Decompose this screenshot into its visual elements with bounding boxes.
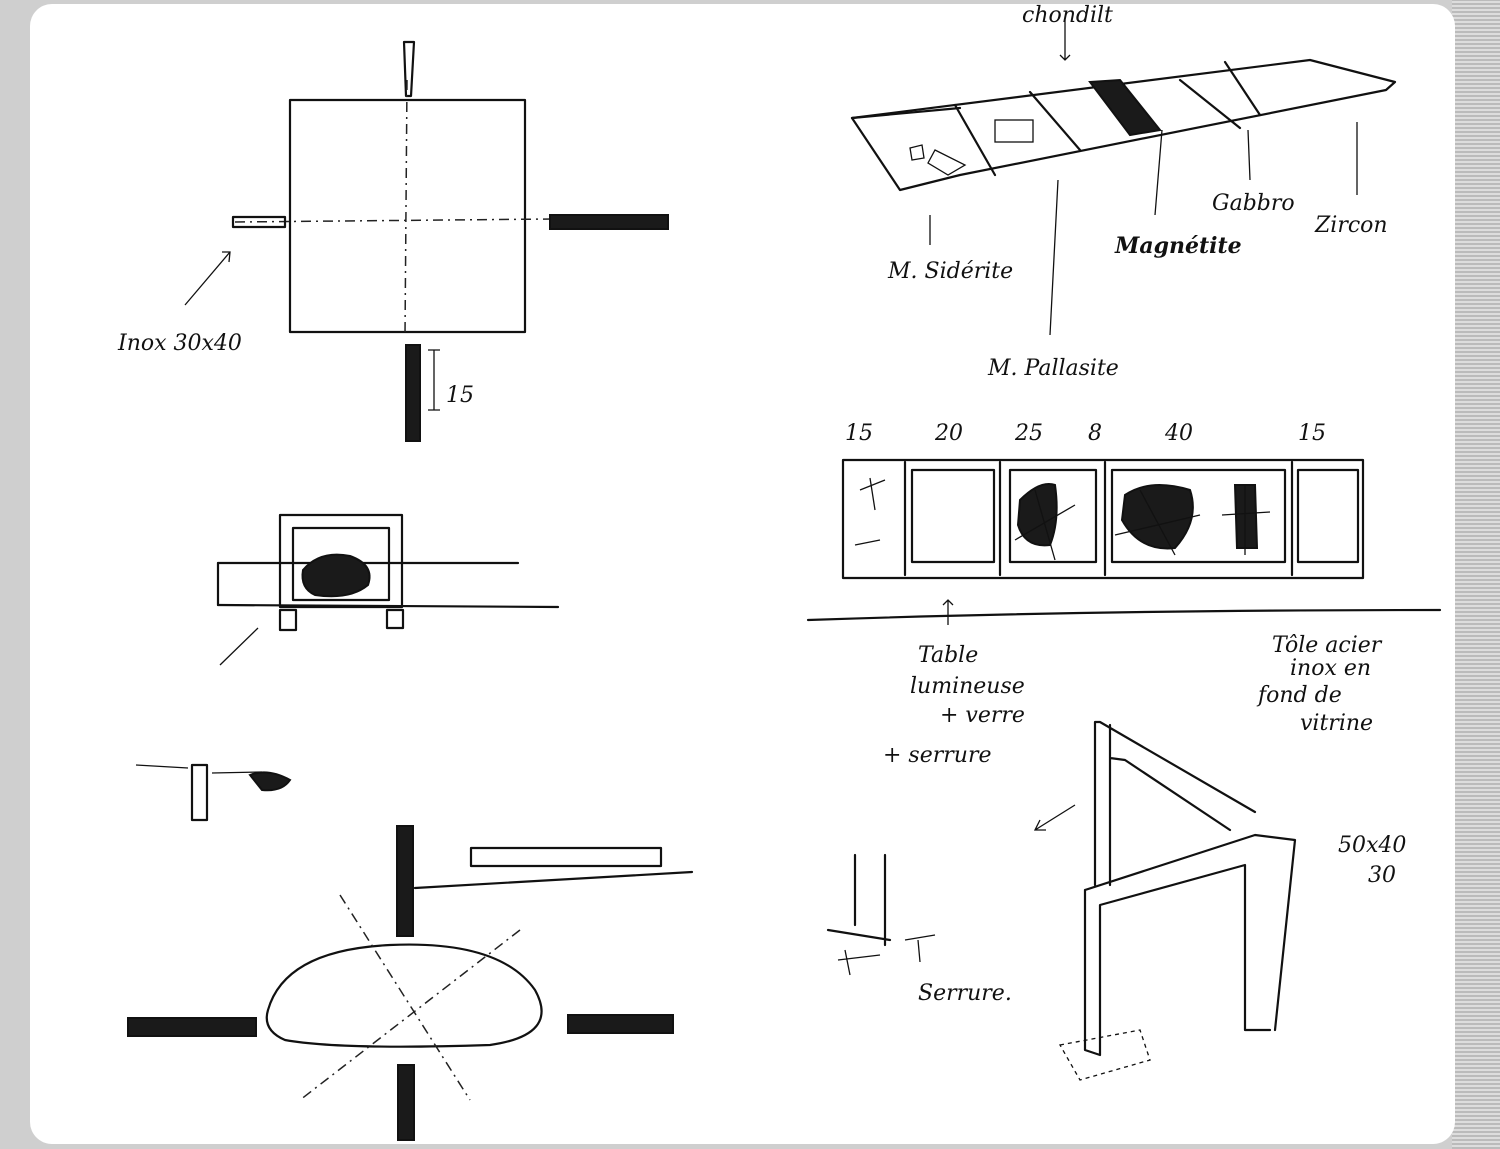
- table-note-line: Table: [918, 643, 978, 668]
- back-note-line: inox en: [1290, 656, 1371, 681]
- width-label: 40: [1164, 421, 1193, 446]
- table-note-line: lumineuse: [910, 674, 1025, 699]
- label-thickness: 15: [446, 383, 474, 408]
- label-inox: Inox 30x40: [117, 331, 242, 356]
- label-lock: Serrure.: [918, 981, 1012, 1006]
- notebook-spread: [30, 4, 1455, 1144]
- display-front-elevation: 15 20 25 8 40 15 Table lumineuse + verre…: [806, 421, 1442, 768]
- label-zircon: Zircon: [1314, 213, 1388, 238]
- frame-dim-line: 30: [1368, 863, 1396, 888]
- width-label: 20: [934, 421, 963, 446]
- table-note-line: + serrure: [883, 743, 991, 768]
- back-note-line: vitrine: [1300, 711, 1373, 736]
- frame-perspective-sketch: 50x40 30 Serrure.: [826, 720, 1406, 1081]
- width-label: 15: [845, 421, 873, 446]
- width-label: 15: [1298, 421, 1326, 446]
- display-tray-perspective: chondilt M. Sidérite M. Pallasite Magnét…: [850, 3, 1397, 381]
- back-note-line: Tôle acier: [1272, 633, 1383, 658]
- label-siderite: M. Sidérite: [887, 259, 1013, 284]
- notebook-page-edge: [1452, 0, 1500, 1149]
- label-magnetite: Magnétite: [1114, 233, 1242, 259]
- label-gabbro: Gabbro: [1212, 191, 1295, 216]
- label-pallasite: M. Pallasite: [987, 356, 1119, 381]
- elevation-sketch: [216, 513, 560, 666]
- width-label: 25: [1014, 421, 1043, 446]
- width-label: 8: [1088, 421, 1102, 446]
- label-chondrite: chondilt: [1022, 3, 1113, 28]
- frame-dim-line: 50x40: [1338, 833, 1406, 858]
- table-note-line: + verre: [940, 703, 1025, 728]
- stone-display-sketch: [127, 763, 694, 1141]
- back-note-line: fond de: [1256, 683, 1342, 708]
- plan-view-sketch: Inox 30x40 15: [117, 40, 669, 442]
